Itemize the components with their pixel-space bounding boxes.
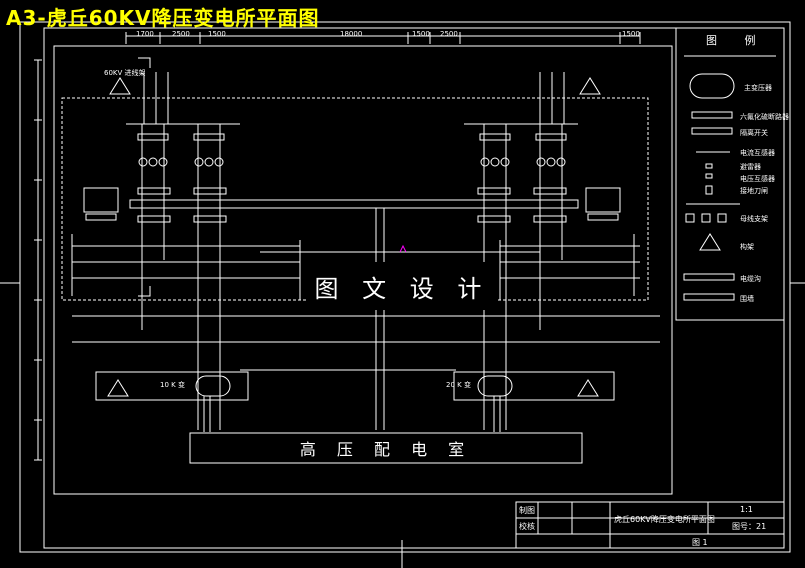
drawing-title: A3-虎丘60KV降压变电所平面图 xyxy=(6,6,320,30)
legend-item-label: 电缆沟 xyxy=(740,275,761,283)
legend-item-label: 六氟化硫断路器 xyxy=(740,113,789,121)
legend-item-label: 接地刀闸 xyxy=(740,187,768,195)
legend-title: 图 例 xyxy=(706,34,768,47)
transformer-1-label: 10 K 变 xyxy=(160,381,185,389)
incoming-line-label: 60KV 进线架 xyxy=(104,69,146,77)
title-block-checked-label: 校核 xyxy=(519,522,535,531)
title-block-drawing-name: 虎丘60KV降压变电所平面图 xyxy=(614,515,715,524)
dimension-label: 1500 xyxy=(622,30,640,38)
legend-item-label: 围墙 xyxy=(740,295,754,303)
legend-panel xyxy=(675,27,785,321)
title-block xyxy=(515,501,785,549)
legend-item-label: 主变压器 xyxy=(744,84,772,92)
legend-item-label: 避雷器 xyxy=(740,163,761,171)
watermark: 图 文 设 计 xyxy=(308,262,496,310)
dimension-label: 1700 xyxy=(136,30,154,38)
dimension-label: 1500 xyxy=(208,30,226,38)
dimension-label: 18000 xyxy=(340,30,363,38)
legend-item-label: 构架 xyxy=(740,243,754,251)
legend-item-label: 电压互感器 xyxy=(740,175,775,183)
dimension-label: 2500 xyxy=(440,30,458,38)
legend-item-label: 电流互感器 xyxy=(740,149,775,157)
hv-room-label: 高 压 配 电 室 xyxy=(299,440,473,459)
dimension-label: 2500 xyxy=(172,30,190,38)
hv-room xyxy=(189,432,583,464)
outer-frame xyxy=(19,21,791,553)
main-bus xyxy=(129,199,579,209)
dimension-label: 1500 xyxy=(412,30,430,38)
title-block-drawn-label: 制图 xyxy=(519,506,535,515)
transformer-2-label: 20 K 变 xyxy=(446,381,471,389)
title-block-drawing-no: 图号：21 xyxy=(732,522,767,531)
legend-item-label: 隔离开关 xyxy=(740,129,768,137)
title-block-scale: 1:1 xyxy=(740,505,753,514)
title-block-sheet: 图 1 xyxy=(692,538,708,547)
plan-area xyxy=(53,45,673,495)
legend-item-label: 母线支架 xyxy=(740,215,768,223)
